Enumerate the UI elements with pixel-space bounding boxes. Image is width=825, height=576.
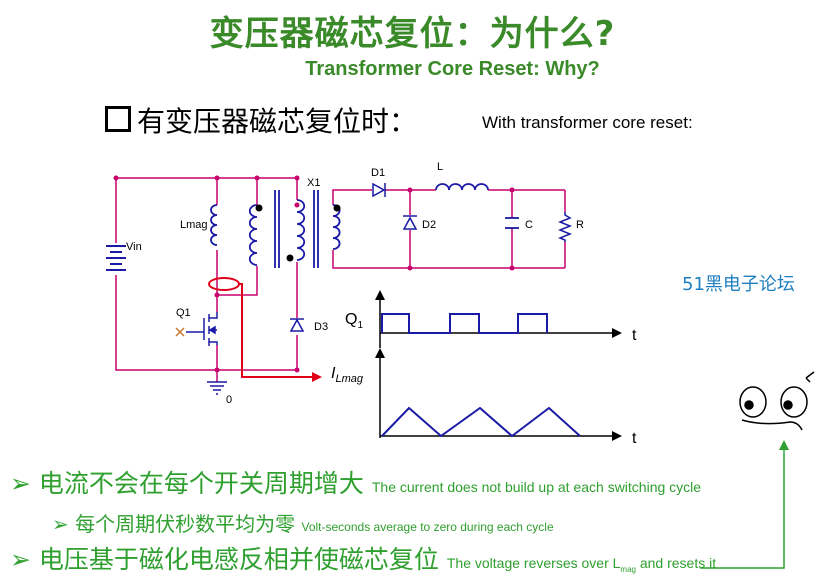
bullet-2-en: Volt-seconds average to zero during each… [301,520,554,534]
r-label: R [576,219,584,231]
cartoon-face-icon [739,371,815,431]
ilmag-waveform [381,406,581,438]
arrow-bullet-icon: ➢ [10,469,39,498]
output-inductor [435,183,489,191]
current-probe-arrowhead [312,372,322,382]
current-probe-icon [208,277,240,291]
c-label: C [525,219,533,231]
gate-x-mark [175,327,185,337]
mosfet-q1 [186,312,218,346]
resistor-r [557,212,573,242]
bullet-1-en: The current does not build up at each sw… [371,479,702,495]
section-heading-en: With transformer core reset: [482,113,693,132]
current-probe-arrow [239,283,314,378]
page-title: 变压器磁芯复位：为什么? [209,14,616,54]
green-pointer-arrow [700,448,785,569]
vin-label: Vin [126,241,142,253]
junction-dots [113,175,515,373]
diode-d2 [402,215,418,230]
lmag-label: Lmag [180,219,208,231]
ground-icon [207,381,227,395]
arrow-bullet-icon: ➢ [10,545,39,574]
t-axis-label-bottom: t [632,430,637,447]
diode-d3 [289,318,305,332]
bullet-1-zh: 电流不会在每个开关周期增大 [38,469,364,498]
q1-waveform [381,313,548,334]
polarity-dots [255,204,341,262]
bullet-3: ➢ 电压基于磁化电感反相并使磁芯复位 The voltage reverses … [10,540,716,576]
transformer-x1 [248,190,341,268]
watermark: 51黑电子论坛 [682,274,795,295]
waveform-axes [375,290,622,441]
x1-label: X1 [307,177,320,189]
capacitor-c [505,217,519,229]
bullet-3-en: The voltage reverses over Lmag and reset… [446,555,717,574]
vin-source [106,245,126,271]
bullet-2: ➢ 每个周期伏秒数平均为零 Volt-seconds average to ze… [52,508,554,537]
arrow-bullet-icon: ➢ [52,512,76,536]
diode-d1 [372,182,386,198]
d3-label: D3 [314,321,328,333]
section-heading: 有变压器磁芯复位时： [105,100,417,140]
bullet-1: ➢ 电流不会在每个开关周期增大 The current does not bui… [10,464,701,500]
l-label: L [437,161,443,173]
d2-label: D2 [422,219,436,231]
q1-wave-label: Q1 [345,311,363,331]
d1-label: D1 [371,167,385,179]
t-axis-label-top: t [632,327,637,344]
lmag-inductor [210,204,218,246]
bullet-3-zh: 电压基于磁化电感反相并使磁芯复位 [38,545,439,574]
checkbox-bullet-icon [105,106,131,132]
bullet-2-zh: 每个周期伏秒数平均为零 [75,512,296,536]
ilmag-wave-label: ILmag [331,365,364,385]
page-title-en: Transformer Core Reset: Why? [305,58,600,80]
q1-label: Q1 [176,307,191,319]
ground-label: 0 [226,394,232,406]
section-heading-text: 有变压器磁芯复位时： [137,105,418,138]
circuit-wires [115,177,566,382]
